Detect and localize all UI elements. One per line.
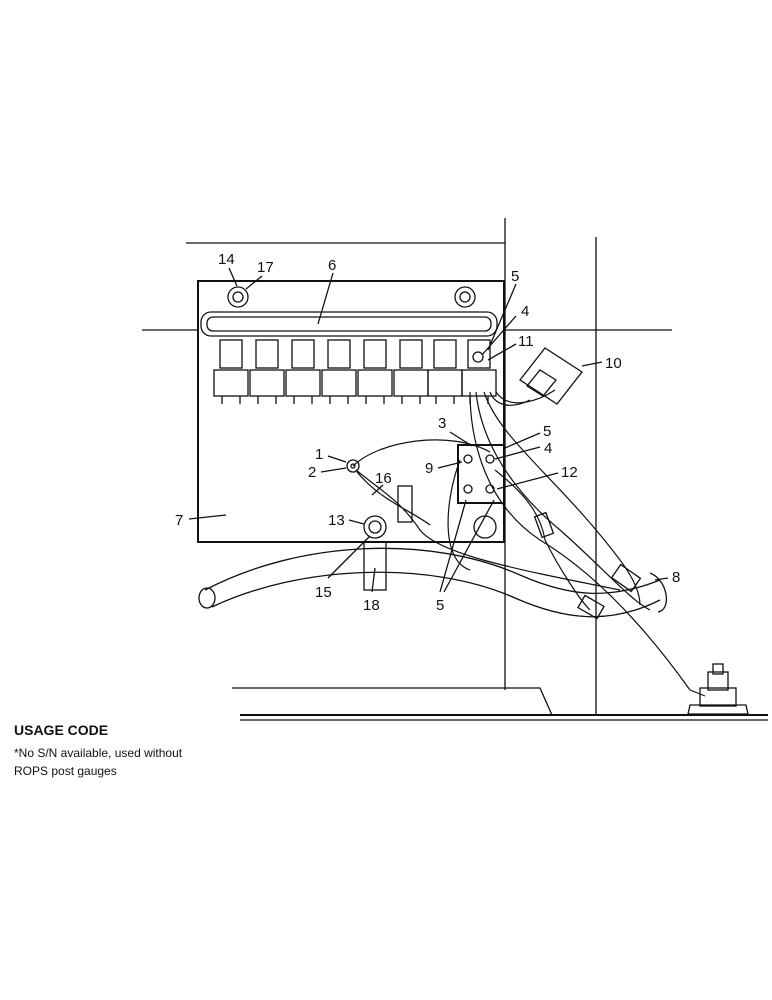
terminal-screw bbox=[472, 351, 484, 363]
usage-code-line-1: *No S/N available, used without bbox=[14, 746, 183, 760]
fuse-blocks bbox=[213, 339, 497, 404]
callout-16: 16 bbox=[375, 470, 392, 487]
frame-structure bbox=[142, 218, 768, 721]
hose bbox=[198, 547, 668, 618]
ground-terminal bbox=[346, 459, 360, 473]
fuse-block bbox=[249, 339, 285, 404]
callout-7: 7 bbox=[175, 512, 183, 529]
callout-1: 1 bbox=[315, 446, 323, 463]
callout-8: 8 bbox=[672, 569, 680, 586]
mounting-panel bbox=[197, 280, 505, 543]
leader-lines bbox=[188, 267, 669, 593]
callout-15: 15 bbox=[315, 584, 332, 601]
callout-10: 10 bbox=[605, 355, 622, 372]
fuse-rail bbox=[200, 311, 498, 337]
callout-12: 12 bbox=[561, 464, 578, 481]
fuse-block bbox=[285, 339, 321, 404]
usage-code-line-2: ROPS post gauges bbox=[14, 764, 117, 778]
wire-harness bbox=[352, 389, 706, 697]
callouts: 14 17 6 5 4 11 10 3 5 4 1 2 9 12 16 7 13… bbox=[175, 251, 680, 614]
fuse-block bbox=[393, 339, 429, 404]
usage-code-note: USAGE CODE *No S/N available, used witho… bbox=[14, 722, 182, 780]
terminal-block bbox=[457, 444, 505, 504]
callout-14: 14 bbox=[218, 251, 235, 268]
callout-13: 13 bbox=[328, 512, 345, 529]
callout-17: 17 bbox=[257, 259, 274, 276]
callout-5: 5 bbox=[543, 423, 551, 440]
fuse-block bbox=[213, 339, 249, 404]
callout-3: 3 bbox=[438, 415, 446, 432]
callout-5: 5 bbox=[436, 597, 444, 614]
callout-18: 18 bbox=[363, 597, 380, 614]
callout-11: 11 bbox=[518, 333, 534, 350]
battery-terminal bbox=[687, 663, 749, 715]
callout-4: 4 bbox=[521, 303, 529, 320]
callout-9: 9 bbox=[425, 460, 433, 477]
fuse-block bbox=[357, 339, 393, 404]
callout-4: 4 bbox=[544, 440, 552, 457]
usage-code-title: USAGE CODE bbox=[14, 722, 109, 738]
connector-10 bbox=[519, 347, 583, 405]
fuse-block bbox=[427, 339, 463, 404]
callout-2: 2 bbox=[308, 464, 316, 481]
fuse-block bbox=[321, 339, 357, 404]
callout-6: 6 bbox=[328, 257, 336, 274]
callout-5: 5 bbox=[511, 268, 519, 285]
